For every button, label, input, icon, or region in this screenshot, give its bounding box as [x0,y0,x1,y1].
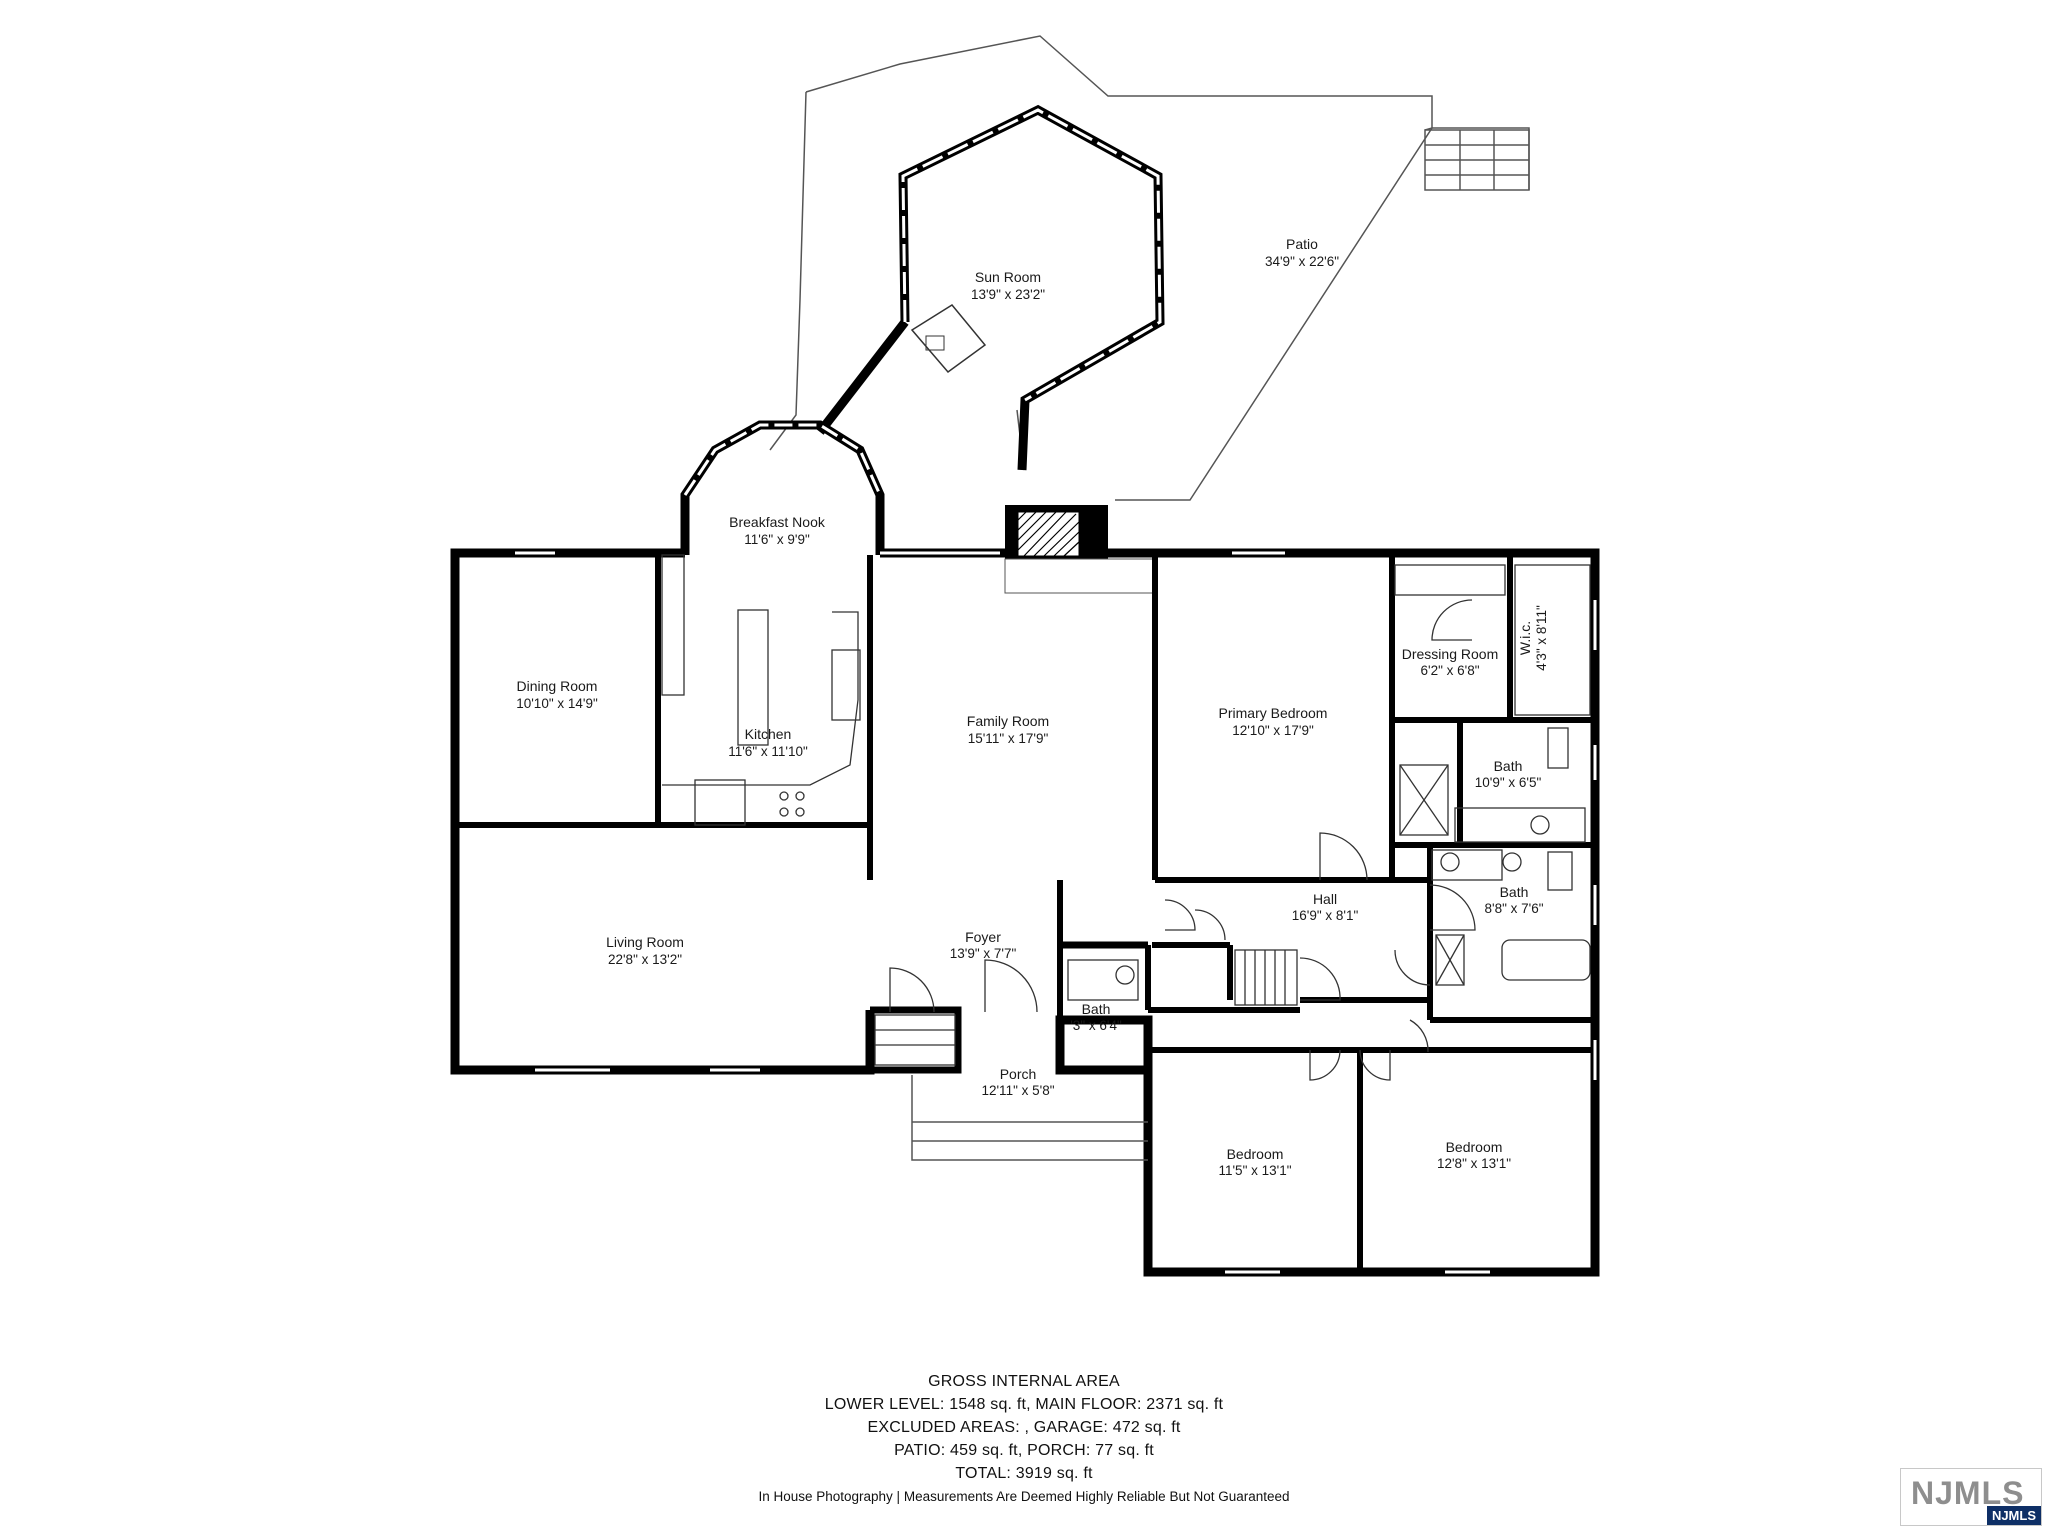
room-name: Primary Bedroom [1219,705,1328,721]
room-label-bath-half: Bath '3" x 6'4" [1070,1001,1122,1033]
room-dimensions: 11'6" x 11'10" [728,744,808,759]
room-dimensions: 11'5" x 13'1" [1218,1163,1291,1178]
room-label-bedroom-2: Bedroom 11'5" x 13'1" [1218,1146,1291,1178]
area-summary-line-4: TOTAL: 3919 sq. ft [955,1465,1093,1482]
room-dimensions: 4'3" x 8'11" [1534,605,1549,671]
room-dimensions: 16'9" x 8'1" [1292,908,1359,923]
door-swings [889,599,1476,1081]
room-name: Bedroom [1446,1139,1503,1155]
room-name: Living Room [606,934,684,950]
room-label-hall: Hall 16'9" x 8'1" [1292,891,1359,923]
room-dimensions: 13'9" x 7'7" [950,946,1017,961]
area-summary-line-2: EXCLUDED AREAS: , GARAGE: 472 sq. ft [867,1419,1181,1436]
room-name: Sun Room [975,269,1041,285]
room-label-bath-primary: Bath 10'9" x 6'5" [1475,758,1542,790]
room-name: Bedroom [1227,1146,1284,1162]
room-dimensions: '3" x 6'4" [1070,1018,1122,1033]
room-name: Dining Room [517,678,598,694]
room-name: Porch [1000,1066,1037,1082]
room-label-porch: Porch 12'11" x 5'8" [981,1066,1054,1098]
room-dimensions: 22'8" x 13'2" [608,952,682,967]
room-dimensions: 34'9" x 22'6" [1265,254,1339,269]
half-bath-walls [870,941,1148,1074]
area-summary-line-1: LOWER LEVEL: 1548 sq. ft, MAIN FLOOR: 23… [824,1396,1224,1413]
sun-room-walls [816,104,1165,471]
room-label-family-room: Family Room 15'11" x 17'9" [967,713,1049,746]
stairs [874,949,1298,1066]
breakfast-nook-bay [680,420,885,555]
room-dimensions: 8'8" x 7'6" [1484,901,1543,916]
room-dimensions: 13'9" x 23'2" [971,287,1045,302]
room-dimensions: 15'11" x 17'9" [968,731,1049,746]
room-dimensions: 11'6" x 9'9" [744,532,810,547]
fireplace [1004,505,1154,594]
area-summary: GROSS INTERNAL AREA LOWER LEVEL: 1548 sq… [0,1370,2048,1504]
room-label-kitchen: Kitchen 11'6" x 11'10" [728,726,808,759]
room-label-breakfast-nook: Breakfast Nook 11'6" x 9'9" [729,514,826,547]
room-name: Hall [1313,891,1337,907]
area-summary-line-3: PATIO: 459 sq. ft, PORCH: 77 sq. ft [894,1442,1154,1459]
room-dimensions: 12'11" x 5'8" [981,1083,1054,1098]
room-dimensions: 10'10" x 14'9" [516,696,598,711]
room-label-dressing-room: Dressing Room 6'2" x 6'8" [1402,646,1498,678]
room-label-wic: W.i.c. 4'3" x 8'11" [1517,605,1549,671]
room-label-dining-room: Dining Room 10'10" x 14'9" [516,678,598,711]
interior-walls [455,555,1595,1272]
room-name: Breakfast Nook [729,514,826,530]
room-label-foyer: Foyer 13'9" x 7'7" [950,929,1017,961]
disclaimer: In House Photography | Measurements Are … [758,1489,1290,1504]
room-dimensions: 6'2" x 6'8" [1420,663,1479,678]
room-name: Kitchen [745,726,792,742]
room-dimensions: 12'10" x 17'9" [1232,723,1314,738]
area-summary-title: GROSS INTERNAL AREA [928,1373,1120,1390]
room-name: Family Room [967,713,1049,729]
room-name: Foyer [965,929,1001,945]
windows [515,551,1597,1274]
bath-fixtures [1067,564,1591,1001]
room-label-sun-room: Sun Room 13'9" x 23'2" [971,269,1045,302]
room-label-primary-bedroom: Primary Bedroom 12'10" x 17'9" [1219,705,1328,738]
kitchen-fixtures [661,554,861,826]
room-name: Bath [1500,884,1529,900]
njmls-logo: NJMLS [1911,1475,2025,1511]
room-name: Dressing Room [1402,646,1498,662]
room-label-bedroom-3: Bedroom 12'8" x 13'1" [1437,1139,1511,1171]
room-label-patio: Patio 34'9" x 22'6" [1265,236,1339,269]
room-dimensions: 10'9" x 6'5" [1475,775,1542,790]
room-name: Bath [1494,758,1523,774]
patio-outline [769,35,1530,501]
njmls-badge: NJMLS NJMLS [1900,1468,2042,1526]
room-label-bath-hall: Bath 8'8" x 7'6" [1484,884,1543,916]
room-name: W.i.c. [1517,621,1533,655]
porch-outline [911,1075,1148,1161]
njmls-tag: NJMLS [1986,1506,2041,1525]
room-name: Bath [1082,1001,1111,1017]
room-dimensions: 12'8" x 13'1" [1437,1156,1511,1171]
room-name: Patio [1286,236,1318,252]
room-label-living-room: Living Room 22'8" x 13'2" [606,934,684,967]
